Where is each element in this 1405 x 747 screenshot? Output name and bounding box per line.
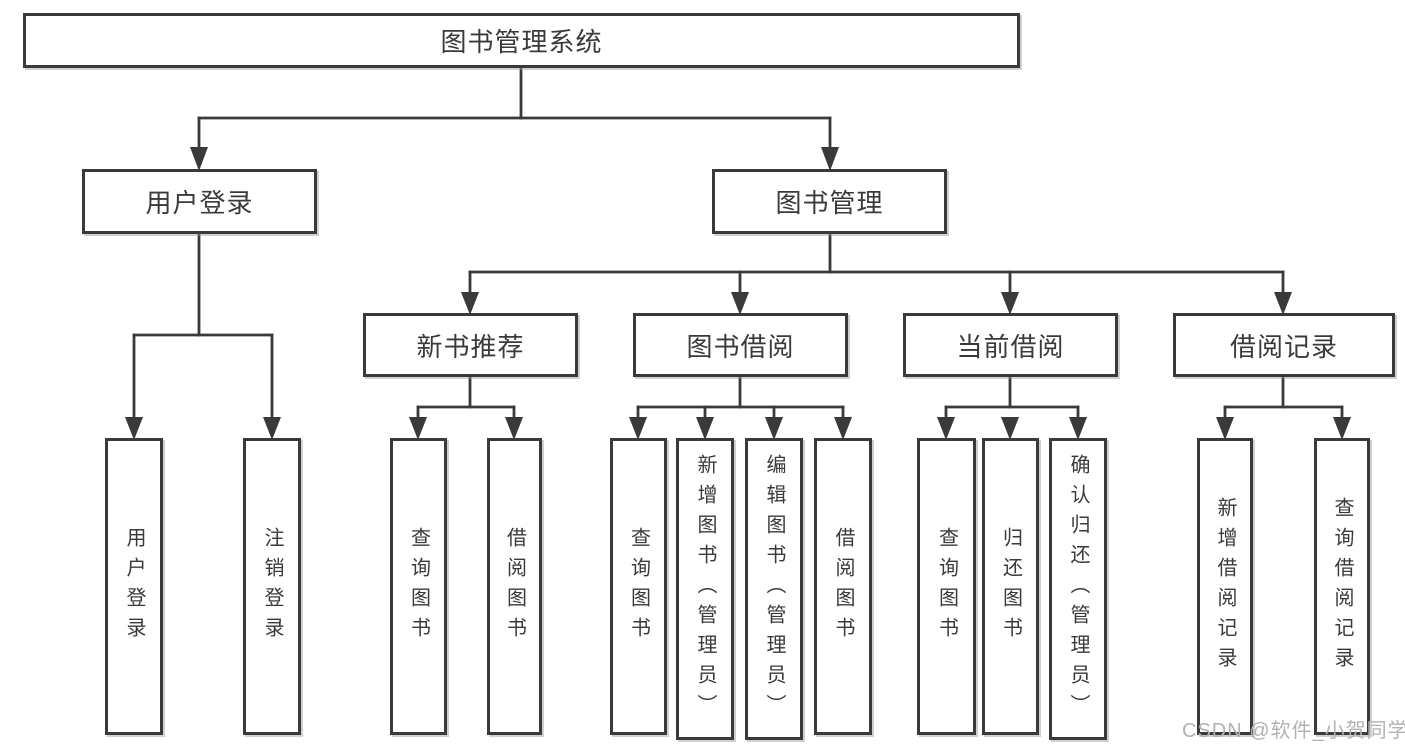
node-label: 新书推荐 bbox=[416, 331, 525, 362]
node-label: 图书管理 bbox=[775, 188, 884, 218]
node-label: 借阅记录 bbox=[1229, 331, 1338, 362]
node-library-management-system: 图书管理系统 bbox=[23, 13, 1020, 68]
node-label: 图书借阅 bbox=[686, 331, 795, 362]
leaf-label: 确认归还（管理员） bbox=[1067, 454, 1089, 724]
leaf-label: 查询图书 bbox=[627, 526, 650, 647]
leaf-edit-books-admin: 编辑图书（管理员） bbox=[745, 438, 803, 740]
leaf-query-books-borrowing: 查询图书 bbox=[610, 438, 667, 735]
leaf-label: 归还图书 bbox=[999, 526, 1022, 647]
leaf-label: 新增图书（管理员） bbox=[694, 454, 716, 724]
leaf-label: 注销登录 bbox=[261, 526, 283, 647]
leaf-query-books-current: 查询图书 bbox=[917, 438, 976, 735]
leaf-label: 查询图书 bbox=[935, 526, 958, 647]
leaf-label: 借阅图书 bbox=[832, 526, 854, 647]
leaf-query-borrow-record: 查询借阅记录 bbox=[1314, 438, 1370, 735]
leaf-borrow-books: 借阅图书 bbox=[814, 438, 872, 735]
leaf-query-books-recommend: 查询图书 bbox=[390, 438, 447, 735]
node-new-book-recommendation: 新书推荐 bbox=[363, 313, 578, 377]
node-borrowing-records: 借阅记录 bbox=[1173, 313, 1395, 377]
arrowhead-icons bbox=[125, 147, 1351, 440]
node-user-login: 用户登录 bbox=[82, 169, 317, 234]
leaf-user-login: 用户登录 bbox=[105, 438, 163, 735]
leaf-logout-login: 注销登录 bbox=[243, 438, 301, 735]
watermark: CSDN @软件_小贺同学 bbox=[1182, 720, 1405, 742]
leaf-label: 用户登录 bbox=[123, 526, 145, 647]
leaf-label: 借阅图书 bbox=[503, 526, 526, 647]
node-label: 用户登录 bbox=[145, 188, 254, 218]
leaf-return-books: 归还图书 bbox=[982, 438, 1039, 735]
leaf-add-books-admin: 新增图书（管理员） bbox=[676, 438, 734, 740]
node-book-borrowing: 图书借阅 bbox=[633, 313, 848, 377]
leaf-label: 查询借阅记录 bbox=[1331, 496, 1353, 677]
leaf-add-borrow-record: 新增借阅记录 bbox=[1197, 438, 1253, 735]
node-label: 图书管理系统 bbox=[440, 27, 603, 57]
leaf-label: 新增借阅记录 bbox=[1214, 496, 1236, 677]
node-current-borrowing: 当前借阅 bbox=[903, 313, 1118, 377]
node-book-management: 图书管理 bbox=[712, 169, 947, 234]
leaf-label: 查询图书 bbox=[407, 526, 430, 647]
node-label: 当前借阅 bbox=[956, 331, 1065, 362]
leaf-borrow-books-recommend: 借阅图书 bbox=[487, 438, 542, 735]
leaf-confirm-return-admin: 确认归还（管理员） bbox=[1049, 438, 1107, 740]
leaf-label: 编辑图书（管理员） bbox=[763, 454, 785, 724]
